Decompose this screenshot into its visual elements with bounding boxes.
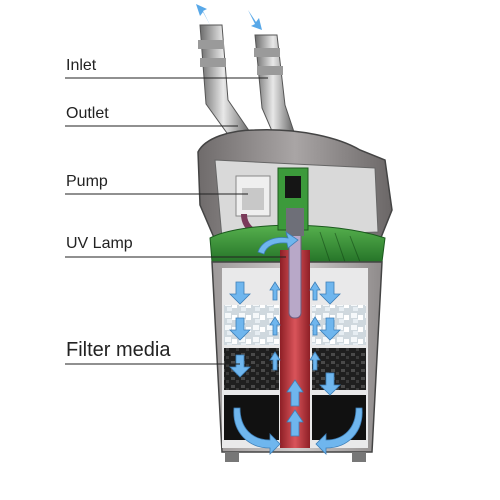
outlet-label: Outlet xyxy=(66,105,109,122)
arrow-icon xyxy=(319,281,341,305)
pump-label: Pump xyxy=(66,173,108,190)
arrow-icon xyxy=(286,409,304,437)
inlet-label: Inlet xyxy=(66,57,97,74)
uv-lamp-label: UV Lamp xyxy=(66,235,133,252)
pump xyxy=(235,175,277,239)
arrow-icon xyxy=(229,281,251,305)
outlet-pipe xyxy=(198,24,253,141)
arrow-icon xyxy=(257,231,299,255)
arrow-icon xyxy=(309,316,321,336)
arrow-icon xyxy=(319,372,341,396)
arrow-icon xyxy=(309,351,321,371)
foot-left xyxy=(225,452,239,462)
arrow-icon xyxy=(229,354,251,378)
arrow-up-icon xyxy=(196,4,210,25)
arrow-icon xyxy=(286,379,304,407)
arrow-icon xyxy=(233,407,281,455)
foot-right xyxy=(352,452,366,462)
arrow-icon xyxy=(229,317,251,341)
arrow-icon xyxy=(315,407,363,455)
filter-media-label: Filter media xyxy=(66,339,171,361)
flow-arrows xyxy=(229,231,363,455)
dark-media-right xyxy=(312,348,366,390)
inlet-pipe xyxy=(254,34,296,139)
arrow-icon xyxy=(269,316,281,336)
arrow-icon xyxy=(319,317,341,341)
arrow-down-icon xyxy=(248,10,262,30)
leader-lines xyxy=(65,77,286,365)
sponge-left xyxy=(224,395,279,440)
arrow-icon xyxy=(269,281,281,301)
white-media-right xyxy=(312,305,366,345)
arrow-icon xyxy=(269,351,281,371)
arrow-icon xyxy=(309,281,321,301)
